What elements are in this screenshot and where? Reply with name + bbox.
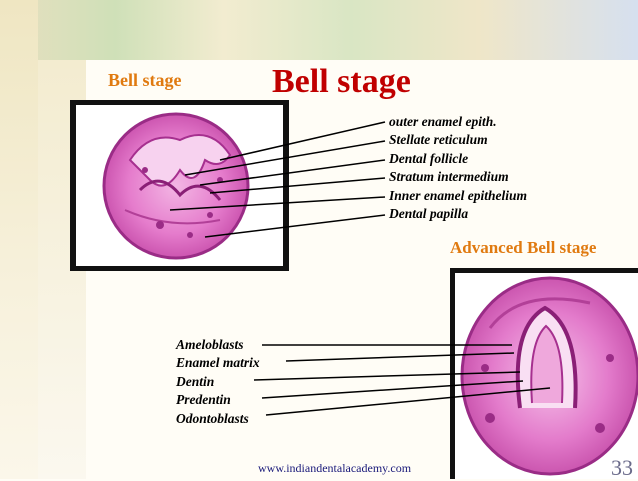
- leader-line-stellate: [185, 141, 385, 175]
- footer-url: www.indiandentalacademy.com: [258, 461, 411, 476]
- leader-line-inner-enamel: [170, 197, 385, 210]
- leader-line-follicle: [200, 160, 385, 185]
- leader-line-dentin: [254, 372, 520, 380]
- leader-line-predentin: [262, 381, 523, 398]
- page-number: 33: [611, 455, 633, 481]
- leader-line-odontoblasts: [266, 388, 550, 415]
- leader-line-papilla: [205, 215, 385, 237]
- leader-line-enamel-matrix: [286, 353, 514, 361]
